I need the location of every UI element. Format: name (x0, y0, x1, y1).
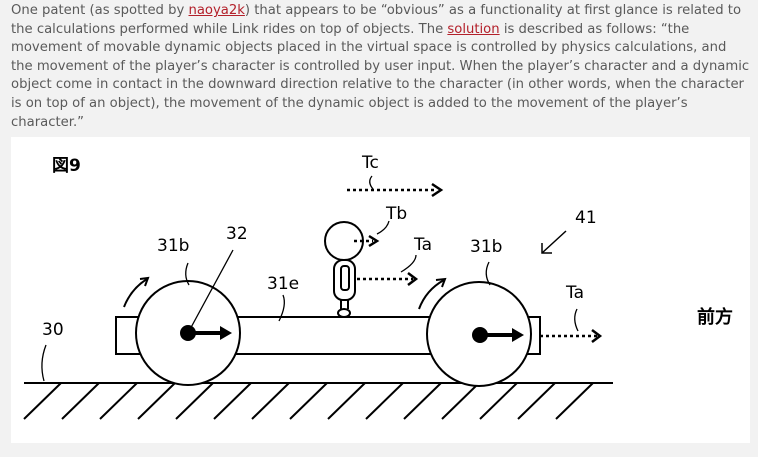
label-31e: 31e (267, 274, 299, 294)
figure-title: 図9 (52, 156, 81, 176)
ground-hatching (23, 382, 613, 420)
article-paragraph: One patent (as spotted by naoya2k) that … (11, 2, 751, 132)
label-31b-left: 31b (157, 236, 189, 256)
article-text-part2: ) that appears to be “obvious” as a func… (11, 3, 742, 37)
article-text-part3: is described as follows: “the movement o… (11, 21, 750, 130)
player-character (324, 221, 364, 318)
label-forward: 前方 (697, 306, 733, 328)
label-41: 41 (575, 208, 597, 228)
rotation-arrows (123, 276, 447, 310)
label-32: 32 (226, 224, 248, 244)
naoya2k-link[interactable]: naoya2k (188, 3, 245, 18)
label-tc: Tc (361, 153, 379, 173)
patent-figure: 図9 (11, 137, 750, 443)
solution-link[interactable]: solution (447, 21, 500, 37)
reference-41-arrow (541, 230, 567, 254)
dashed-velocity-arrows (347, 182, 603, 343)
label-31b-right: 31b (470, 237, 502, 257)
label-tb: Tb (385, 204, 407, 224)
label-30: 30 (42, 320, 64, 340)
leader-lines (41, 175, 579, 382)
label-ta-character: Ta (413, 235, 432, 255)
label-ta-front: Ta (565, 283, 584, 303)
patent-diagram: 図9 (23, 153, 733, 420)
article-text-part1: One patent (as spotted by (11, 3, 189, 18)
